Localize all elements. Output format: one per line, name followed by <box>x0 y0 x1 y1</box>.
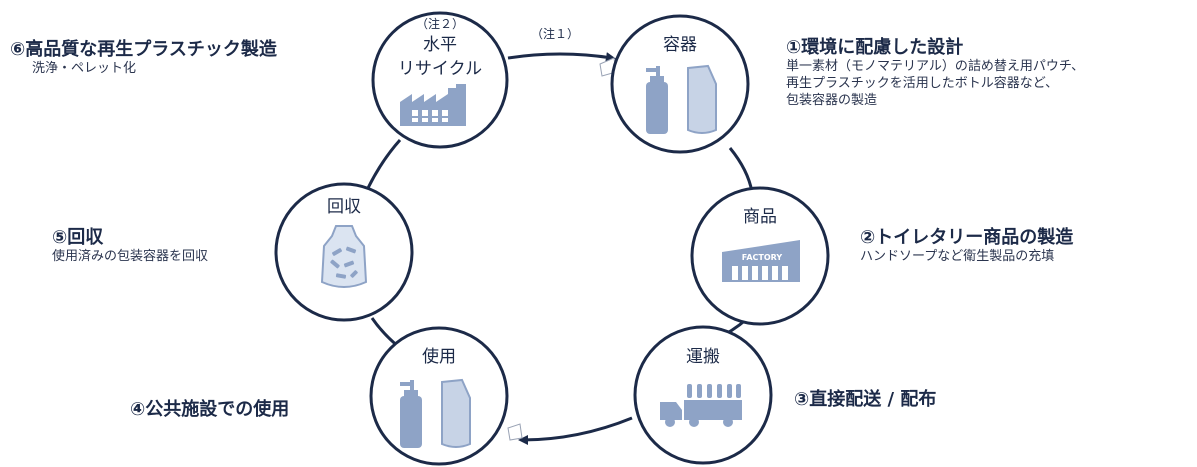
factory-sign: FACTORY <box>742 253 783 262</box>
factory-building-icon: FACTORY <box>722 240 800 282</box>
step-2-title: ②トイレタリー商品の製造 <box>860 227 1074 248</box>
node-collect: 回収 <box>274 182 414 322</box>
container-title: 容器 <box>663 35 697 55</box>
node-container: 容器 <box>610 14 750 154</box>
truck-icon <box>660 384 742 427</box>
step-1-desc-line2: 再生プラスチックを活用したボトル容器など、 <box>786 76 1059 92</box>
collect-title: 回収 <box>327 197 361 217</box>
node-product: 商品 FACTORY <box>690 186 830 326</box>
step-6-desc: 洗浄・ペレット化 <box>32 61 137 77</box>
node-transport: 運搬 <box>633 325 773 465</box>
connector-container-to-product <box>728 147 754 193</box>
node-circle <box>371 11 509 149</box>
node-use: 使用 <box>369 326 509 466</box>
recycle-title-line2: リサイクル <box>398 59 482 79</box>
connector-collect-to-recycle <box>366 138 402 189</box>
arrow-note-label: （注１） <box>531 26 579 41</box>
arrow-transport-to-use <box>518 416 633 445</box>
recycle-title-line1: 水平 <box>423 35 457 55</box>
fold-marks <box>507 57 617 441</box>
node-circle <box>633 325 773 465</box>
step-1-desc-line3: 包装容器の製造 <box>786 93 878 109</box>
use-title: 使用 <box>422 346 456 367</box>
recycle-note: （注２） <box>416 16 464 31</box>
step-4: ④公共施設での使用 <box>130 398 289 421</box>
step-4-title: ④公共施設での使用 <box>130 399 290 420</box>
transport-title: 運搬 <box>686 347 720 367</box>
refill-pouch-icon <box>441 378 471 448</box>
step-1-title: ①環境に配慮した設計 <box>786 37 964 58</box>
step-6-title: ⑥高品質な再生プラスチック製造 <box>10 39 277 60</box>
step-2-desc: ハンドソープなど衛生製品の充填 <box>860 249 1055 265</box>
bottle-icon <box>400 380 422 448</box>
trash-bag-icon <box>320 225 368 288</box>
step-5-desc: 使用済みの包装容器を回収 <box>52 249 209 265</box>
step-6: ⑥高品質な再生プラスチック製造 洗浄・ペレット化 <box>10 38 277 78</box>
step-2: ②トイレタリー商品の製造 ハンドソープなど衛生製品の充填 <box>860 226 1073 266</box>
factory-icon <box>400 84 466 126</box>
step-5: ⑤回収 使用済みの包装容器を回収 <box>52 226 208 266</box>
step-1: ①環境に配慮した設計 単一素材（モノマテリアル）の詰め替え用パウチ、 再生プラス… <box>786 36 1084 110</box>
step-1-desc-line1: 単一素材（モノマテリアル）の詰め替え用パウチ、 <box>786 59 1085 75</box>
product-title: 商品 <box>743 207 777 227</box>
arrow-recycle-to-container <box>507 52 616 63</box>
step-3: ③直接配送 / 配布 <box>794 388 936 411</box>
step-5-title: ⑤回収 <box>52 227 104 248</box>
node-recycle: （注２） 水平 リサイクル <box>371 11 509 149</box>
bottle-icon <box>646 66 668 134</box>
fold-mark-bottom <box>507 423 523 441</box>
refill-pouch-icon <box>687 64 717 134</box>
step-3-title: ③直接配送 / 配布 <box>794 389 937 410</box>
